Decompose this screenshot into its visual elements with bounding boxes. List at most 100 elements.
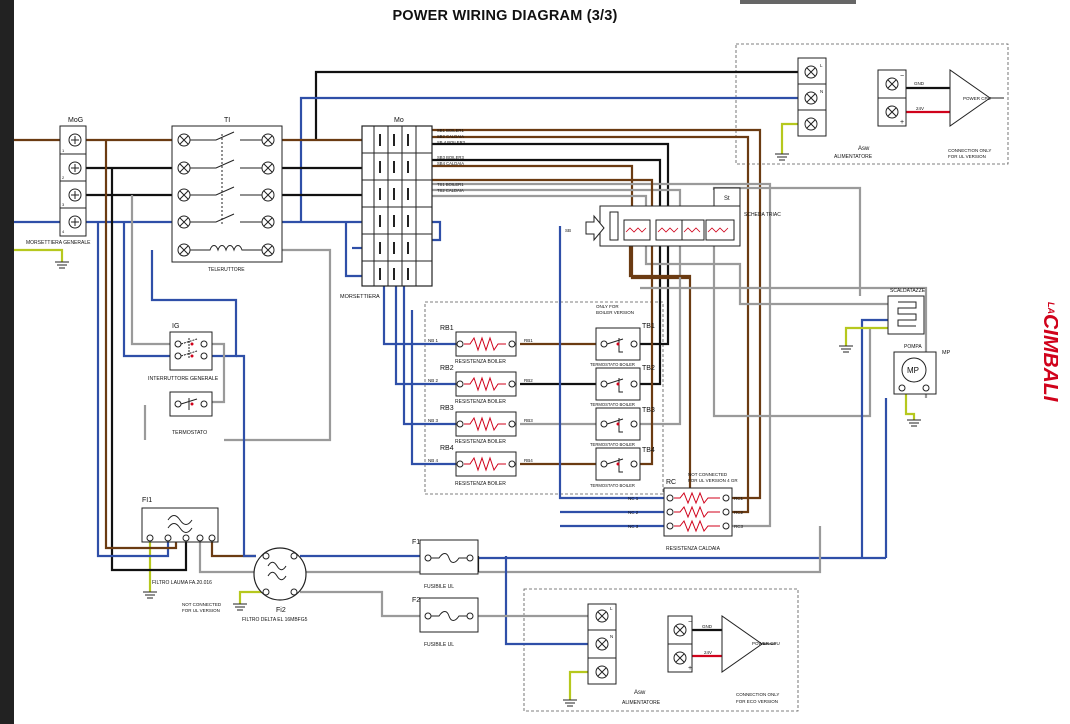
- thermostat-tag: TB1: [642, 323, 655, 330]
- thermostat-tag: TB3: [642, 407, 655, 414]
- mo-wire-label: SB1 BOILER1: [437, 128, 464, 133]
- resistor-rb3: RB3 NB 3 RB3 RESISTENZA BOILER: [428, 405, 533, 445]
- pompa: POMPA MP MP: [893, 344, 951, 427]
- filtro-lauma: FI1 FILTRO LAUMA FA.20.016: [141, 497, 219, 599]
- asw-pin-label: L: [610, 606, 613, 611]
- asw-pin-label: N: [610, 634, 613, 639]
- asw-tag: Asw: [858, 146, 870, 152]
- resistor-caption: RESISTENZA BOILER: [455, 359, 506, 365]
- rc-out-label: RC3: [734, 524, 743, 529]
- resistor-rb1: RB1 NB 1 RB1 RESISTENZA BOILER: [428, 325, 533, 365]
- ground-icon: [233, 603, 247, 611]
- resistor-in-label: NB 2: [428, 378, 439, 383]
- asw-top: L N − + GND 24V POWER CPU Asw ALIMENTATO…: [775, 57, 1004, 161]
- mo-tag: Mo: [394, 117, 404, 124]
- resistor-out-label: RB1: [524, 338, 533, 343]
- mog-terminal-number: 1: [62, 148, 65, 153]
- rc-out-label: RC1: [734, 496, 743, 501]
- ground-icon: [563, 699, 577, 707]
- asw-note: FOR UL VERSION: [948, 154, 986, 159]
- asw-24v-label: 24V: [916, 106, 924, 111]
- mog-tag: MoG: [68, 117, 83, 124]
- mo-wire-label: SB3 BOILER3: [437, 155, 464, 160]
- boiler-thermostats: TB1 TERMOSTATO BOILER TB2 TERMOSTATO BOI…: [590, 323, 655, 488]
- rc-note: FOR UL VERSION 4 GR: [688, 478, 738, 483]
- ground-icon: [907, 419, 921, 427]
- fuse-tag: F2: [412, 597, 420, 604]
- ig-caption: INTERRUTTORE GENERALE: [148, 376, 219, 382]
- thermostat-caption: TERMOSTATO BOILER: [590, 442, 635, 447]
- mo-caption: MORSETTIERA: [340, 294, 380, 300]
- thermostat-tb4: TB4 TERMOSTATO BOILER: [590, 447, 655, 488]
- asw-bottom: L N − + GND 24V POWER CPU Asw ALIMENTATO…: [563, 603, 780, 707]
- filtro-delta: Fi2 FILTRO DELTA EL 16MBFG5 NOT CONNECTE…: [182, 547, 308, 623]
- rc-in-label: NC 3: [628, 524, 639, 529]
- asw-note: FOR ECO VERSION: [736, 699, 778, 704]
- fi1-caption: FILTRO LAUMA FA.20.016: [152, 580, 212, 586]
- ig-tag: IG: [172, 323, 179, 330]
- thermostat-tag: TB4: [642, 447, 655, 454]
- mog-terminal-number: 4: [62, 229, 65, 234]
- lacimbali-logo: LA CIMBALI: [1039, 302, 1058, 403]
- boiler-resistors: ONLY FOR BOILER VERSION RB1 NB 1 RB1 RES…: [428, 304, 634, 487]
- brand-small: LA: [1046, 302, 1056, 314]
- ground-icon: [839, 345, 853, 353]
- brand-big: CIMBALI: [1039, 314, 1058, 403]
- fuse-f1: F1 FUSIBILE UL: [412, 539, 479, 590]
- resistor-caption: RESISTENZA BOILER: [455, 399, 506, 405]
- resistor-rb4: RB4 NB 4 RB4 RESISTENZA BOILER: [428, 445, 533, 487]
- scaldatazze: SCALDATAZZE: [839, 288, 926, 353]
- resistor-tag: RB1: [440, 325, 454, 332]
- resistor-tag: RB3: [440, 405, 454, 412]
- pompa-tag: MP: [942, 350, 951, 356]
- resistor-out-label: RB4: [524, 458, 533, 463]
- fuse-f2: F2 FUSIBILE UL: [412, 597, 479, 648]
- asw-output-label: POWER CPU: [963, 96, 991, 101]
- rc-out-label: RC2: [734, 510, 743, 515]
- thermostat-caption: TERMOSTATO BOILER: [590, 362, 635, 367]
- page-title: POWER WIRING DIAGRAM (3/3): [392, 8, 618, 24]
- mog-terminal-number: 3: [62, 202, 65, 207]
- rc-note: NOT CONNECTED: [688, 472, 728, 477]
- thermostat-caption: TERMOSTATO BOILER: [590, 483, 635, 488]
- asw-pin-label: L: [820, 63, 823, 68]
- rc-in-label: NC 2: [628, 510, 639, 515]
- svg-text:−: −: [688, 619, 692, 626]
- thermostat-tb1: TB1 TERMOSTATO BOILER: [590, 323, 655, 367]
- ground-icon: [775, 153, 789, 161]
- asw-caption: ALIMENTATORE: [622, 700, 661, 706]
- mo-wire-label: TS1 BOILER1: [437, 182, 464, 187]
- st-input-label: SB: [565, 228, 571, 233]
- mo-wire-label: SB4 CALDAIA: [437, 161, 464, 166]
- scaldatazze-caption: SCALDATAZZE: [890, 288, 926, 294]
- resistor-out-label: RB2: [524, 378, 533, 383]
- thermostat-caption: TERMOSTATO BOILER: [590, 402, 635, 407]
- pompa-caption: POMPA: [904, 344, 922, 350]
- mo-wire-label: TS2 CALDAIA: [437, 188, 464, 193]
- resistor-rb2: RB2 NB 2 RB2 RESISTENZA BOILER: [428, 365, 533, 405]
- asw-caption: ALIMENTATORE: [834, 154, 873, 160]
- scheda-triac: St SB SCHEDA TRIAC: [565, 187, 781, 247]
- termostato-caption: TERMOSTATO: [172, 430, 207, 436]
- rc-tag: RC: [666, 479, 676, 486]
- asw-note: CONNECTION ONLY: [736, 692, 779, 697]
- asw-gnd-label: GND: [702, 624, 713, 629]
- mog-caption: MORSETTIERA GENERALE: [26, 240, 91, 246]
- resistor-in-label: NB 1: [428, 338, 439, 343]
- asw-gnd-label: GND: [914, 81, 925, 86]
- interruttore-generale: IG INTERRUTTORE GENERALE: [148, 323, 219, 382]
- motor-icon: [901, 357, 927, 383]
- fuse-caption: FUSIBILE UL: [424, 642, 454, 648]
- svg-text:+: +: [900, 119, 904, 126]
- fi2-tag: Fi2: [276, 607, 286, 614]
- boiler-note: ONLY FOR: [596, 304, 619, 309]
- ti-caption: TELERUTTORE: [208, 267, 245, 273]
- mog-terminal-number: 2: [62, 175, 65, 180]
- asw-top-dashed-box: [735, 43, 1009, 165]
- teleruttore: TI TELERUTTORE: [171, 117, 283, 273]
- st-tag: St: [724, 196, 730, 202]
- mo-wire-label: SB 4 BOILER3: [437, 140, 466, 145]
- ti-tag: TI: [224, 117, 230, 124]
- fi1-tag: FI1: [142, 497, 152, 504]
